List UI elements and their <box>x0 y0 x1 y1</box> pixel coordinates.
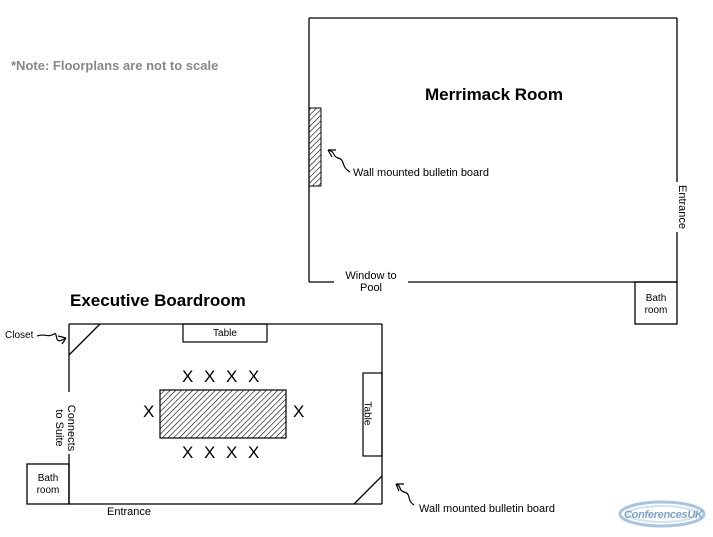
merrimack-window-label-line2: Pool <box>359 282 383 294</box>
merrimack-bathroom-label: Bath room <box>636 293 676 317</box>
boardroom-conference-table <box>159 389 287 439</box>
merrimack-bulletin-arrow <box>327 149 351 173</box>
merrimack-entrance-label: Entrance <box>676 184 689 230</box>
closet-arrow <box>36 332 67 345</box>
merrimack-bathroom <box>634 281 678 325</box>
connects-to-suite-line2: to Suite <box>53 409 65 447</box>
boardroom-bulletin-label: Wall mounted bulletin board <box>419 503 555 515</box>
chair-mark: X <box>248 443 260 462</box>
boardroom-entrance-label: Entrance <box>107 506 152 518</box>
connects-to-suite-label: Connects to Suite <box>53 398 77 458</box>
boardroom-table-top <box>182 323 268 343</box>
conferences-uk-logo-swoosh <box>618 500 706 528</box>
boardroom-table-right <box>362 372 383 457</box>
boardroom-bathroom-label: Bath room <box>28 473 68 497</box>
boardroom-title: Executive Boardroom <box>70 291 246 310</box>
merrimack-room-outline <box>308 17 678 283</box>
merrimack-window-label: Window to Pool <box>335 270 407 294</box>
merrimack-window-label-line1: Window to <box>345 270 397 282</box>
chair-mark: X <box>226 367 238 386</box>
chair-mark: X <box>182 443 194 462</box>
boardroom-bathroom <box>26 463 70 505</box>
merrimack-room-title: Merrimack Room <box>425 85 563 104</box>
boardroom-table-right-label: Table <box>361 401 373 426</box>
chair-mark: X <box>182 367 194 386</box>
chair-mark: X <box>143 402 155 421</box>
connects-to-suite-line1: Connects <box>65 404 77 452</box>
merrimack-bathroom-label-line1: Bath <box>645 293 667 304</box>
merrimack-bulletin-label: Wall mounted bulletin board <box>353 167 489 179</box>
closet-label: Closet <box>5 330 34 341</box>
boardroom-bathroom-label-line2: room <box>36 485 60 496</box>
chair-mark: X <box>226 443 238 462</box>
chair-mark: X <box>248 367 260 386</box>
chair-mark: X <box>204 367 216 386</box>
boardroom-bathroom-label-line1: Bath <box>37 473 59 484</box>
chair-mark: X <box>204 443 216 462</box>
conferences-uk-logo-text: ConferencesUK <box>624 509 703 521</box>
merrimack-bathroom-label-line2: room <box>644 305 668 316</box>
boardroom-bulletin-arrow <box>395 483 415 506</box>
chair-mark: X <box>293 402 305 421</box>
floorplan-scale-note: *Note: Floorplans are not to scale <box>11 58 219 73</box>
boardroom-table-top-label: Table <box>213 328 237 339</box>
merrimack-bulletin-board <box>308 107 322 187</box>
